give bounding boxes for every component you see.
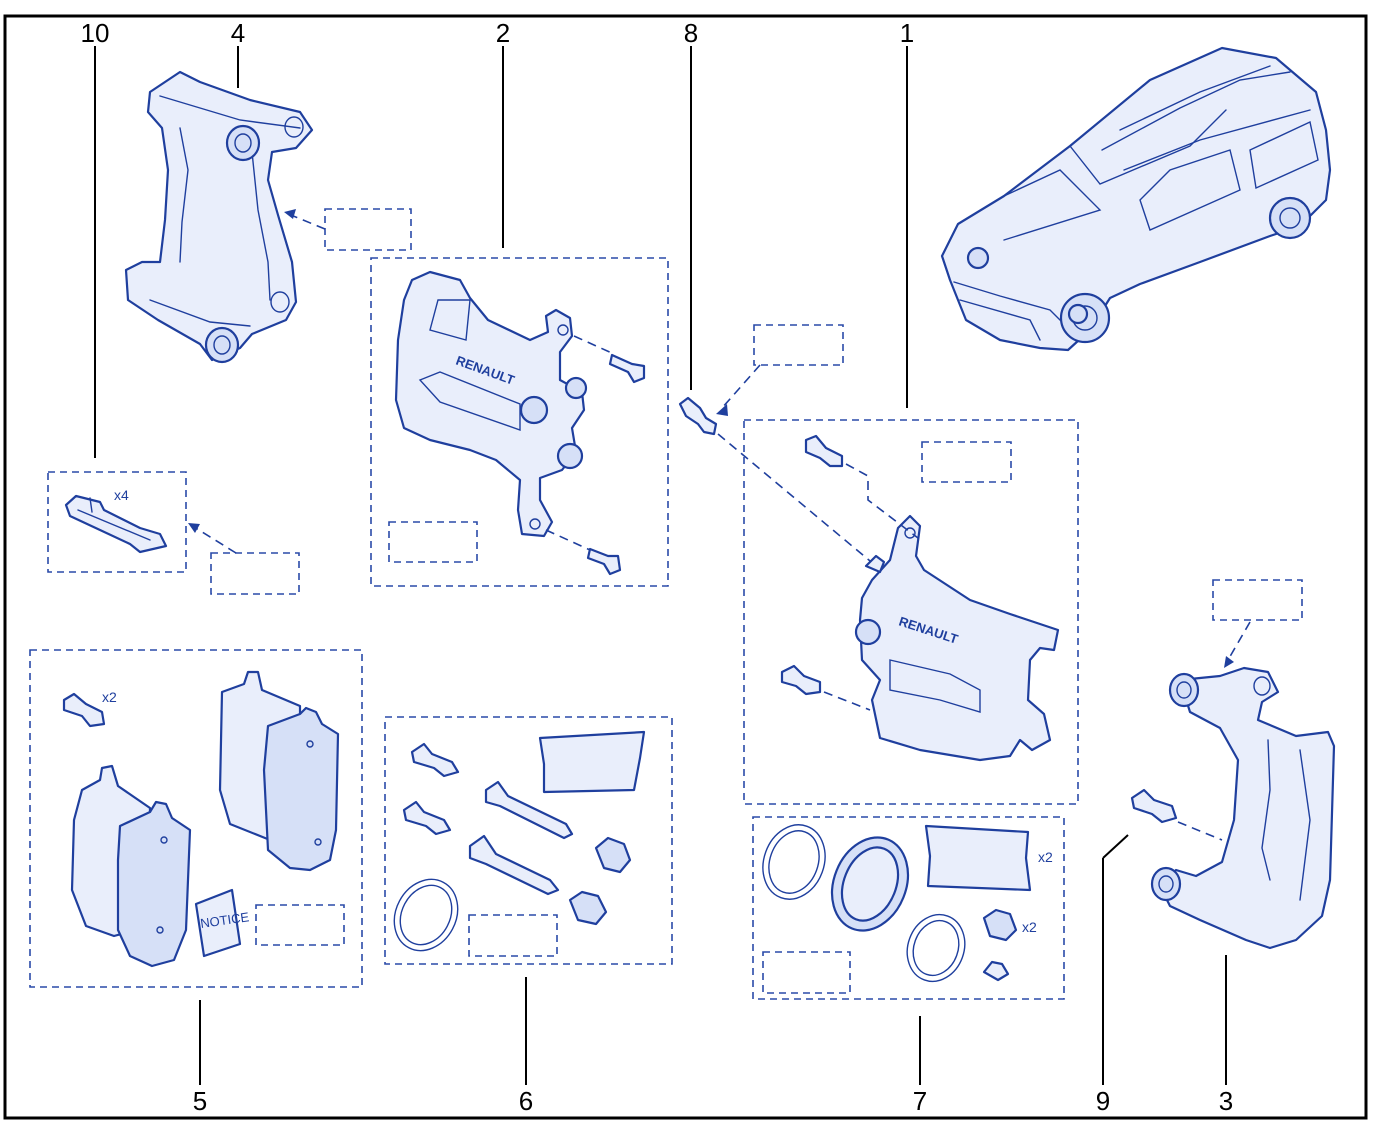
group-boxes [29,208,1303,1000]
caliper-carrier-3 [1150,621,1336,950]
pad-clips-10: x4 [64,487,237,554]
carrier-bolt-9 [1130,788,1223,841]
qty-x4: x4 [114,487,129,503]
callout-leaders [94,46,1227,1085]
qty-x2-boots: x2 [1022,919,1037,935]
callout-9: 9 [1096,1086,1110,1116]
callout-5: 5 [193,1086,207,1116]
diagram-frame [3,14,1368,1120]
callout-8: 8 [684,18,698,48]
caliper-left-2: RENAULT [394,270,646,576]
callout-6: 6 [519,1086,533,1116]
callout-7: 7 [913,1086,927,1116]
guide-pin-kit-6 [393,730,646,952]
caliper-right-1: RENAULT [780,434,1060,762]
brake-pads-5: x2 NOTICE [62,670,340,968]
callout-3: 3 [1219,1086,1233,1116]
callout-4: 4 [231,18,245,48]
notice-label: NOTICE [199,909,250,931]
vehicle-illustration [940,46,1332,352]
callout-10: 10 [81,18,110,48]
qty-x2-seals: x2 [1038,849,1053,865]
qty-x2-screws: x2 [102,689,117,705]
callout-1: 1 [900,18,914,48]
caliper-carrier-4 [124,70,326,364]
piston-seal-kit-7: x2 x2 [762,824,1053,983]
callout-2: 2 [496,18,510,48]
bleed-screw-8 [678,364,877,567]
